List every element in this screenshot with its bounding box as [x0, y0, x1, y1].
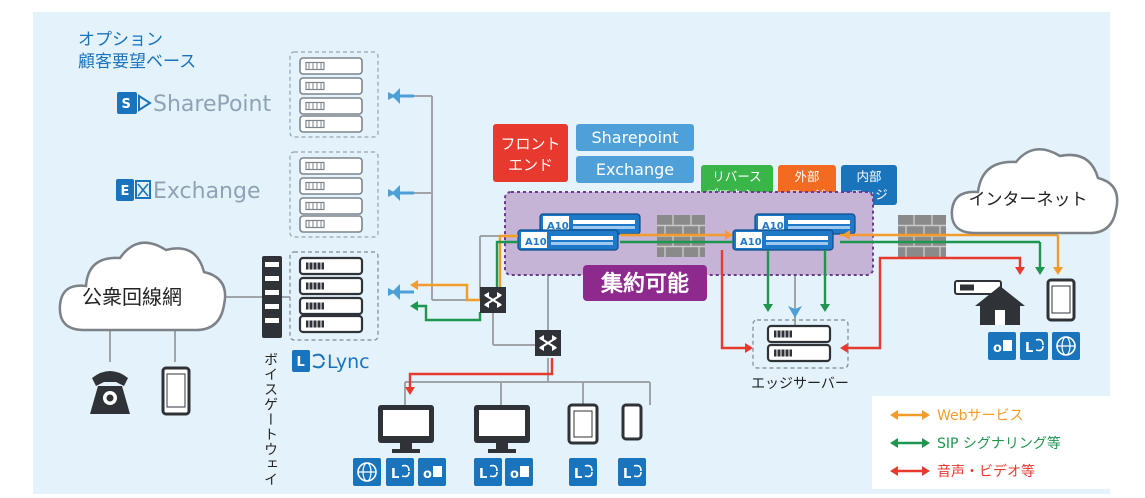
- switch-icon: [479, 286, 507, 314]
- tablet-icon: [1046, 278, 1076, 322]
- sip-flow-lines: [412, 240, 1042, 322]
- outlook-icon: o: [418, 458, 446, 486]
- outlook-icon: o: [988, 332, 1016, 360]
- sharepoint-tag: [576, 124, 694, 151]
- internet-cloud: [950, 148, 1119, 235]
- outlook-icon: o: [505, 458, 533, 486]
- svg-text:A10: A10: [740, 237, 762, 248]
- svg-text:E: E: [121, 184, 130, 199]
- svg-text:L: L: [297, 355, 305, 370]
- svg-text:L: L: [479, 467, 487, 482]
- frontend-tag: [493, 124, 568, 182]
- phone-icon: [90, 371, 130, 414]
- svg-text:L: L: [1025, 341, 1033, 356]
- load-balancer-device: A10 A10: [732, 213, 856, 251]
- svg-text:S: S: [122, 97, 131, 112]
- optional-label-2: 顧客要望ベース: [78, 52, 196, 72]
- svg-text:o: o: [510, 467, 519, 482]
- exchange-tag-label: Exchange: [596, 160, 674, 179]
- sharepoint-product-label: SharePoint: [153, 92, 271, 117]
- legend: Webサービス SIP シグナリング等 音声・ビデオ等: [872, 396, 1110, 489]
- legend-item-media: 音声・ビデオ等: [890, 463, 1035, 480]
- lync-icon: L: [1020, 332, 1048, 360]
- switch-icon: [534, 329, 562, 357]
- internal-edge-label-1: 内部: [856, 169, 881, 184]
- globe-icon: [353, 458, 381, 486]
- external-edge-label-1: 外部: [794, 169, 819, 184]
- exchange-product-label: Exchange: [153, 179, 261, 204]
- load-balancer-device: A10 A10: [517, 213, 641, 251]
- monitor-icon: [378, 405, 434, 453]
- legend-label-web: Webサービス: [937, 408, 1024, 424]
- monitor-icon: [474, 405, 530, 453]
- lync-icon: L: [386, 458, 414, 486]
- lync-icon: L: [292, 350, 325, 372]
- pstn-label: 公衆回線網: [82, 285, 182, 309]
- lync-icon: L: [474, 458, 502, 486]
- svg-text:L: L: [623, 467, 631, 482]
- globe-icon: [1052, 332, 1080, 360]
- legend-item-sip: SIP シグナリング等: [890, 435, 1061, 452]
- legend-item-web: Webサービス: [890, 408, 1024, 424]
- optional-label-1: オプション: [78, 30, 163, 50]
- voice-gateway-device: [262, 256, 282, 338]
- edge-server-group: [752, 306, 849, 369]
- lync-product-label: Lync: [327, 351, 370, 373]
- frontend-label-1: フロント: [500, 135, 560, 153]
- internet-label: インターネット: [969, 190, 1088, 210]
- sharepoint-tag-label: Sharepoint: [592, 128, 679, 147]
- voice-gateway-label: ボイスゲートウェイ: [262, 352, 278, 487]
- web-flow-lines: [412, 233, 1060, 302]
- svg-text:A10: A10: [762, 221, 784, 232]
- lync-server-group: [289, 251, 379, 341]
- tablet-icon: [161, 366, 191, 416]
- exchange-icon: E: [116, 179, 151, 201]
- sharepoint-icon: S: [117, 92, 152, 114]
- pstn-cloud: [58, 241, 227, 332]
- consolidation-badge: [583, 265, 707, 301]
- reverse-proxy-label-1: リバース: [712, 169, 761, 184]
- svg-text:L: L: [391, 467, 399, 482]
- tablet-icon: [567, 403, 599, 445]
- tablet-icon: [621, 403, 643, 441]
- media-flow-lines: [408, 250, 1022, 390]
- frontend-label-2: エンド: [508, 156, 553, 174]
- svg-text:L: L: [574, 467, 582, 482]
- svg-text:o: o: [423, 467, 432, 482]
- edge-servers-label: エッジサーバー: [751, 376, 849, 392]
- lync-icon: L: [569, 458, 597, 486]
- consolidation-label: 集約可能: [600, 271, 689, 297]
- house-icon: [954, 280, 1025, 325]
- legend-label-sip: SIP シグナリング等: [937, 435, 1061, 452]
- svg-text:A10: A10: [547, 221, 569, 232]
- svg-text:o: o: [993, 341, 1002, 356]
- svg-text:A10: A10: [525, 237, 547, 248]
- exchange-tag: [576, 156, 694, 183]
- legend-label-media: 音声・ビデオ等: [937, 463, 1035, 480]
- lync-icon: L: [618, 458, 646, 486]
